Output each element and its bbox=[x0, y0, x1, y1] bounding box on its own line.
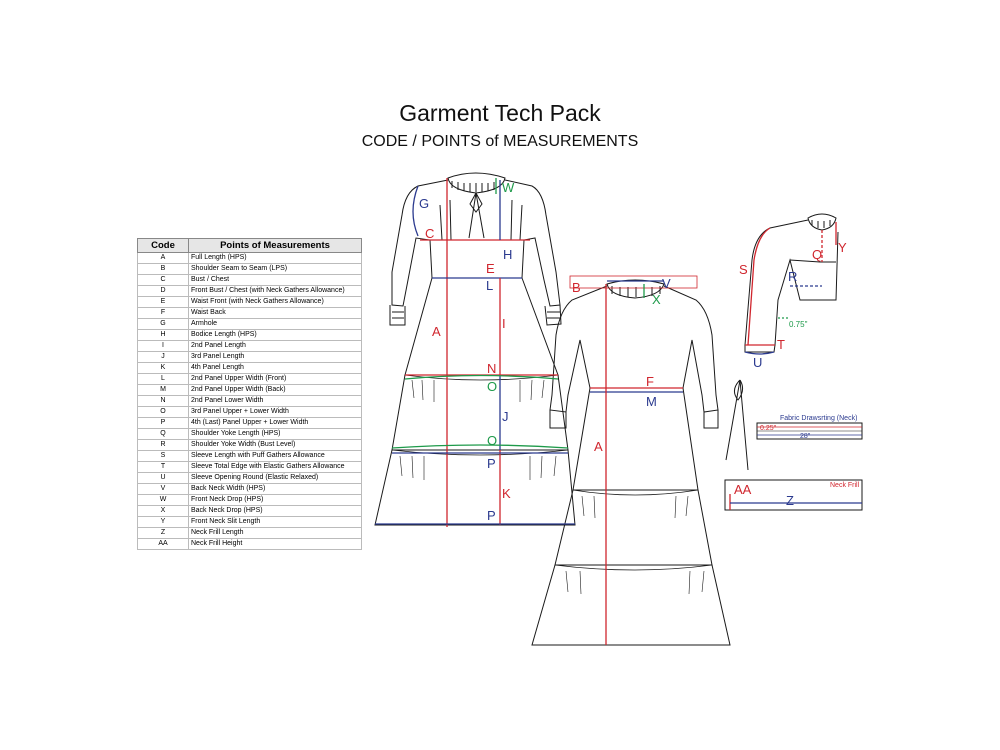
label-back-V: V bbox=[662, 276, 671, 291]
label-front-N: N bbox=[487, 361, 496, 376]
back-bodice bbox=[549, 285, 719, 413]
label-front-C: C bbox=[425, 226, 434, 241]
drawstring-length: 28" bbox=[800, 433, 811, 440]
label-front-O1: O bbox=[487, 379, 497, 394]
label-front-J: J bbox=[502, 409, 509, 424]
label-back-M: M bbox=[646, 394, 657, 409]
row-code: AA bbox=[137, 538, 189, 550]
label-front-E: E bbox=[486, 261, 495, 276]
drawstring-title: Fabric Drawsrting (Neck) bbox=[780, 415, 857, 422]
pom-header: Points of Measurements bbox=[188, 238, 362, 253]
front-neck-tie bbox=[468, 191, 485, 239]
page-subtitle: CODE / POINTS of MEASUREMENTS bbox=[361, 133, 639, 150]
label-front-O2: O bbox=[487, 433, 497, 448]
back-neck-frill bbox=[606, 279, 665, 299]
page-title: Garment Tech Pack bbox=[399, 100, 601, 126]
front-dress-sketch bbox=[374, 172, 576, 526]
drawstring-sketch bbox=[725, 379, 863, 471]
back-dress-sketch bbox=[531, 279, 731, 646]
drawstring-height: 0.25" bbox=[760, 425, 777, 432]
label-front-P1: P bbox=[487, 456, 496, 471]
label-sleeve-S: S bbox=[739, 262, 748, 277]
label-front-K: K bbox=[502, 486, 511, 501]
label-back-F: F bbox=[646, 374, 654, 389]
label-front-G: G bbox=[419, 196, 429, 211]
label-back-X: X bbox=[652, 292, 661, 307]
front-bodice bbox=[391, 179, 561, 307]
row-pom: Neck Frill Height bbox=[188, 538, 362, 550]
label-sleeve-T: T bbox=[777, 337, 785, 352]
code-header: Code bbox=[137, 238, 189, 253]
label-frill-AA: AA bbox=[734, 482, 752, 497]
label-sleeve-dim: 0.75" bbox=[789, 320, 808, 329]
label-front-W: W bbox=[502, 180, 515, 195]
frill-title: Neck Frill bbox=[830, 482, 860, 489]
label-front-H: H bbox=[503, 247, 512, 262]
label-front-A: A bbox=[432, 324, 441, 339]
label-sleeve-R: R bbox=[788, 269, 797, 284]
label-back-A: A bbox=[594, 439, 603, 454]
label-front-P2: P bbox=[487, 508, 496, 523]
neck-frill-swatch bbox=[724, 479, 863, 511]
label-sleeve-Q: Q bbox=[812, 247, 822, 262]
table-header-row: Code Points of Measurements bbox=[137, 238, 362, 253]
front-neck-frill bbox=[447, 172, 506, 194]
label-front-I: I bbox=[502, 316, 506, 331]
label-sleeve-U: U bbox=[753, 355, 762, 370]
label-back-B: B bbox=[572, 280, 581, 295]
label-sleeve-Y: Y bbox=[838, 240, 847, 255]
label-frill-Z: Z bbox=[786, 493, 794, 508]
label-front-L: L bbox=[486, 278, 493, 293]
